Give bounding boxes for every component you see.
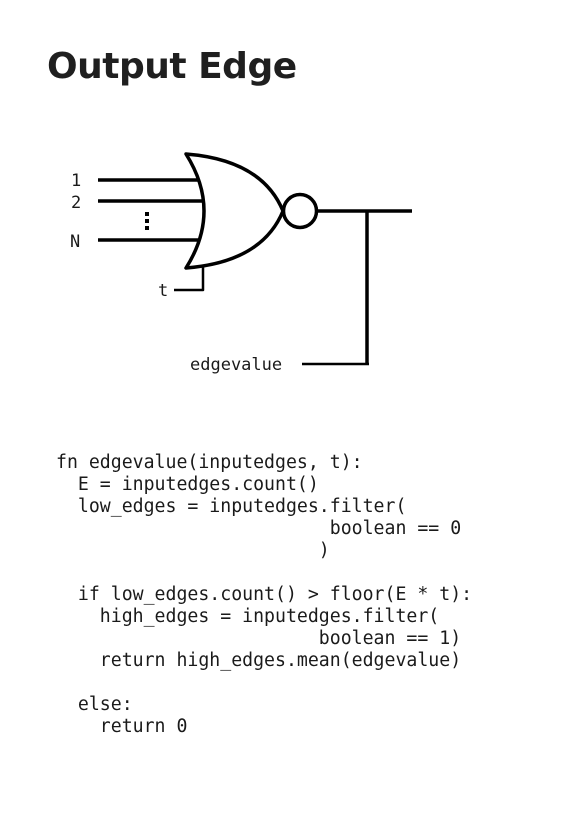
threshold-lead bbox=[174, 266, 205, 292]
code-line: low_edges = inputedges.filter( bbox=[56, 496, 407, 517]
ellipsis-dots bbox=[145, 212, 149, 230]
code-line: ) bbox=[56, 540, 330, 561]
input-label-2: 2 bbox=[71, 193, 81, 213]
code-line: else: bbox=[56, 694, 133, 715]
code-line: high_edges = inputedges.filter( bbox=[56, 606, 440, 627]
code-line: boolean == 0 bbox=[56, 518, 462, 539]
inversion-bubble bbox=[281, 192, 319, 230]
input-label-1: 1 bbox=[71, 171, 81, 191]
code-line: return 0 bbox=[56, 716, 188, 737]
code-line: fn edgevalue(inputedges, t): bbox=[56, 452, 363, 473]
threshold-label: t bbox=[158, 281, 168, 301]
code-line: boolean == 1) bbox=[56, 628, 462, 649]
gate-body bbox=[184, 152, 285, 270]
code-line: E = inputedges.count() bbox=[56, 474, 319, 495]
input-label-n: N bbox=[70, 232, 80, 252]
code-block: fn edgevalue(inputedges, t): E = inputed… bbox=[56, 452, 472, 738]
code-line: return high_edges.mean(edgevalue) bbox=[56, 650, 462, 671]
output-label: edgevalue bbox=[190, 355, 282, 375]
page-title: Output Edge bbox=[47, 46, 297, 87]
nor-gate-diagram: 1 2 N t edgevalue bbox=[70, 152, 412, 375]
code-line: if low_edges.count() > floor(E * t): bbox=[56, 584, 473, 605]
